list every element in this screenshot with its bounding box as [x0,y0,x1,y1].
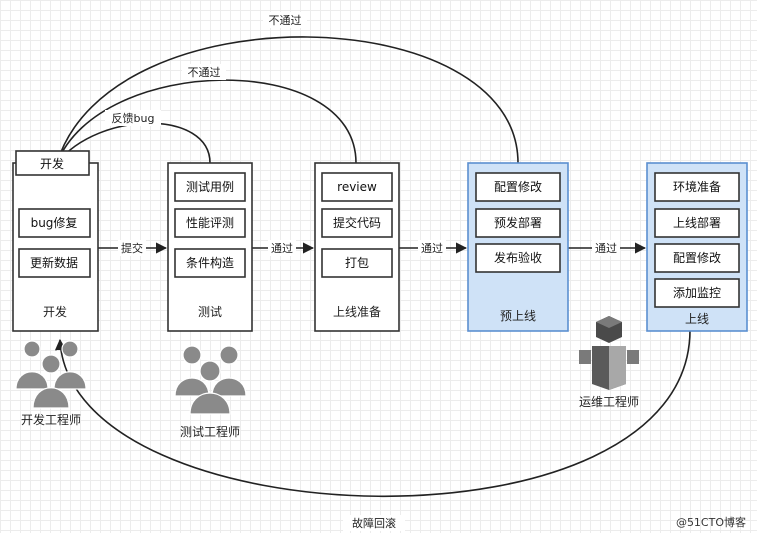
submit-label: 提交 [121,241,143,255]
fail-inner-label: 不通过 [188,66,221,79]
tester-group-icon [174,345,247,415]
staging-item-verify-label: 发布验收 [494,250,542,265]
test-item-conditions-label: 条件构造 [186,255,234,270]
prod-item-monitor [654,278,740,308]
staging-item-config [475,172,561,202]
test-item-conditions [174,248,246,278]
fail-outer-connector [54,36,519,165]
dev-item-update-data-label: 更新数据 [30,255,78,270]
prep-item-review-label: review [337,180,377,194]
prod-item-config-label: 配置修改 [673,250,721,265]
staging-item-deploy-label: 预发部署 [494,215,542,230]
staging-item-verify [475,243,561,273]
fail-inner-connector [55,79,357,165]
rollback-label: 故障回滚 [352,516,396,530]
dev-header-box [15,150,90,176]
lane-prod: 环境准备 上线部署 配置修改 添加监控 上线 [646,162,748,332]
feedback-label: 反馈bug [112,112,155,125]
dev-item-update-data [18,248,91,278]
lane-dev-title: 开发 [43,304,67,319]
pass3-label: 通过 [595,242,617,255]
lane-prep-title: 上线准备 [333,305,381,319]
role-tester-label: 测试工程师 [180,424,240,439]
test-item-cases [174,172,246,202]
lane-dev: 开发 bug修复 更新数据 开发 [12,150,99,332]
prod-item-deploy-label: 上线部署 [673,215,721,230]
prep-item-review [321,172,393,202]
pass1-label: 通过 [271,242,293,255]
fail-outer-label: 不通过 [269,14,302,27]
lane-test-title: 测试 [198,304,222,319]
prod-item-env [654,172,740,202]
test-item-perf [174,208,246,238]
developer-group-icon [15,340,87,409]
role-dev-label: 开发工程师 [21,412,81,427]
dev-item-bugfix-label: bug修复 [31,215,78,230]
prep-item-package [321,248,393,278]
staging-item-deploy [475,208,561,238]
lane-prep: review 提交代码 打包 上线准备 [314,162,400,332]
test-item-cases-label: 测试用例 [186,179,234,194]
staging-item-config-label: 配置修改 [494,179,542,194]
watermark: @51CTO博客 [676,515,746,529]
lane-test: 测试用例 性能评测 条件构造 测试 [167,162,253,332]
lane-staging-title: 预上线 [500,309,536,323]
lane-staging: 配置修改 预发部署 发布验收 预上线 [467,162,569,332]
prep-item-package-label: 打包 [345,256,369,270]
prep-item-commit [321,208,393,238]
dev-header-label: 开发 [40,156,64,171]
rollback-connector [54,329,691,498]
ops-engineer-icon [579,316,639,390]
test-item-perf-label: 性能评测 [186,216,234,230]
prep-item-commit-label: 提交代码 [333,215,381,230]
role-ops-label: 运维工程师 [579,394,639,409]
prod-item-config [654,243,740,273]
prod-item-deploy [654,208,740,238]
lane-prod-title: 上线 [685,312,709,326]
prod-item-monitor-label: 添加监控 [673,286,721,300]
dev-item-bugfix [18,208,91,238]
prod-item-env-label: 环境准备 [673,179,721,194]
pass2-label: 通过 [421,242,443,255]
